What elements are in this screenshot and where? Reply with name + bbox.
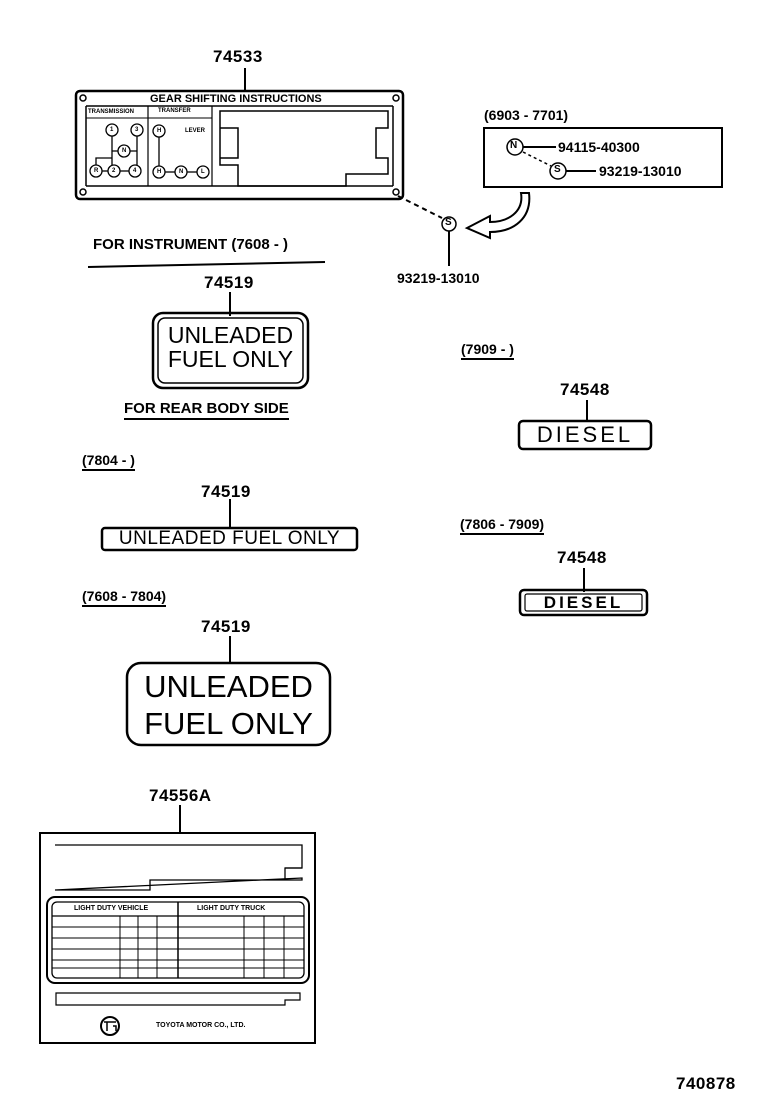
trans-pos-3: 3 — [135, 127, 139, 133]
range-7909: (7909 - ) — [461, 341, 514, 360]
screw-part-number-bottom: 93219-13010 — [397, 270, 480, 286]
unleaded-1-part-number: 74519 — [204, 273, 254, 292]
transfer-pos-h: H — [157, 169, 162, 175]
screw-symbol: S — [445, 217, 452, 228]
lever-label: LEVER — [185, 128, 206, 134]
screw-range: (6903 - 7701) — [484, 107, 569, 123]
ldv-label: LIGHT DUTY VEHICLE — [74, 905, 149, 912]
unleaded-1-line1: UNLEADED — [167, 322, 294, 348]
transfer-pos-l: L — [201, 169, 205, 175]
unleaded-1-label: UNLEADED FUEL ONLY — [158, 323, 303, 371]
rear-body-note: FOR REAR BODY SIDE — [124, 400, 289, 420]
emission-label-outline — [39, 832, 316, 1044]
unleaded-2-label: UNLEADED FUEL ONLY — [118, 528, 341, 549]
unleaded-2-part-number: 74519 — [201, 482, 251, 501]
trans-pos-r: R — [94, 168, 99, 174]
trans-pos-n: N — [122, 148, 127, 154]
diesel-1-part-number: 74548 — [560, 380, 610, 399]
screw-symbol-box: S — [554, 164, 561, 175]
gear-plate-part-number: 74533 — [213, 47, 263, 66]
diesel-2-part-number: 74548 — [557, 548, 607, 567]
range-7608-7804: (7608 - 7804) — [82, 588, 167, 607]
transfer-label: TRANSFER — [158, 108, 191, 114]
unleaded-3-line1: UNLEADED — [144, 669, 313, 704]
gear-plate-outline — [74, 89, 405, 201]
emission-label-part-number: 74556A — [149, 786, 212, 805]
unleaded-3-label: UNLEADED FUEL ONLY — [127, 668, 330, 742]
unleaded-1-line2: FUEL ONLY — [167, 346, 294, 373]
trans-pos-2: 2 — [112, 168, 116, 174]
screw-part-number: 93219-13010 — [599, 163, 682, 179]
transfer-pos-n: N — [179, 169, 184, 175]
diesel-2-label: DIESEL — [543, 593, 624, 612]
plate-title: GEAR SHIFTING INSTRUCTIONS — [150, 93, 322, 105]
screw-box — [483, 127, 723, 188]
ldt-label: LIGHT DUTY TRUCK — [197, 905, 266, 912]
nut-symbol: N — [510, 140, 518, 151]
trans-pos-1: 1 — [110, 127, 114, 133]
nut-part-number: 94115-40300 — [558, 139, 640, 155]
instrument-note: FOR INSTRUMENT (7608 - ) — [93, 236, 289, 253]
toyota-logo — [100, 1016, 120, 1036]
trans-pos-4: 4 — [133, 168, 137, 174]
range-7804: (7804 - ) — [82, 452, 135, 471]
maker-name: TOYOTA MOTOR CO., LTD. — [156, 1022, 246, 1029]
diagram-id: 740878 — [676, 1074, 736, 1093]
transmission-label: TRANSMISSION — [88, 109, 135, 115]
range-7806-7909: (7806 - 7909) — [460, 516, 545, 535]
diesel-1-label: DIESEL — [536, 422, 634, 447]
unleaded-3-part-number: 74519 — [201, 617, 251, 636]
transfer-pos-h-top: H — [157, 128, 162, 134]
unleaded-3-line2: FUEL ONLY — [144, 706, 313, 741]
